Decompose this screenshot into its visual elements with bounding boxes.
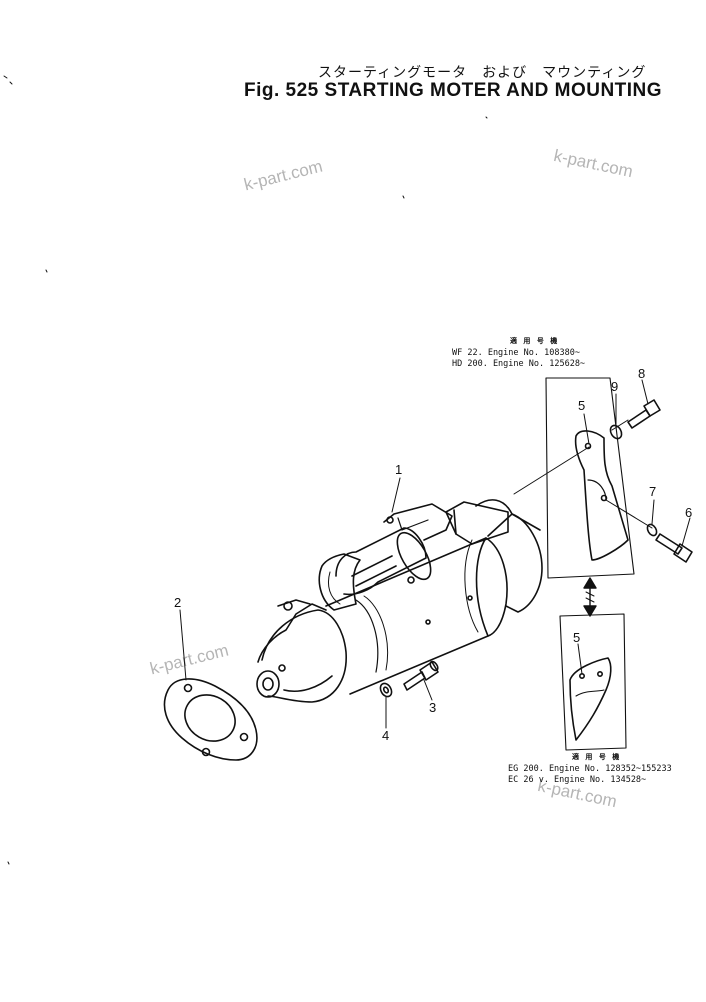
callout-leaders (179, 379, 691, 729)
applicability-row: WF 22. Engine No. 108380~ (452, 348, 580, 358)
callout-9: 9 (611, 379, 619, 394)
callout-7: 7 (649, 484, 657, 499)
bracket-part-5-top (574, 430, 629, 561)
lock-washer-part-4 (379, 682, 393, 698)
callout-8: 8 (638, 366, 646, 381)
bolt-part-6 (655, 533, 693, 563)
applicability-row: EC 26 v. Engine No. 134528~ (508, 775, 647, 785)
gasket-part-2 (163, 678, 258, 761)
scan-marks (3, 75, 488, 865)
callout-6: 6 (685, 505, 693, 520)
applicability-row: HD 200. Engine No. 125628~ (452, 359, 586, 369)
figure-title-japanese: スターティングモータ および マウンティング (318, 65, 647, 81)
callout-3: 3 (429, 700, 437, 715)
bracket-variant-box-bottom (559, 613, 627, 751)
callout-4: 4 (382, 728, 390, 743)
bracket-part-5-bottom (569, 657, 612, 741)
applicability-header-bottom: 適 用 号 機 (572, 753, 622, 761)
callout-5-bottom: 5 (573, 630, 581, 645)
bolt-part-8 (627, 399, 661, 429)
callout-2: 2 (174, 595, 182, 610)
applicability-row: EG 200. Engine No. 128352~155233 (508, 764, 672, 774)
starting-motor-part-1 (256, 499, 543, 703)
bolt-part-3 (403, 660, 439, 691)
callout-1: 1 (395, 462, 403, 477)
figure-title: Fig. 525 STARTING MOTER AND MOUNTING (244, 80, 663, 101)
callout-5-top: 5 (578, 398, 586, 413)
alignment-lines (513, 419, 653, 529)
applicability-header-top: 適 用 号 機 (510, 337, 560, 345)
washer-part-9 (609, 424, 623, 440)
washer-part-7 (646, 523, 658, 537)
bracket-variant-box-top (545, 377, 635, 579)
variant-swap-arrow (583, 577, 597, 617)
